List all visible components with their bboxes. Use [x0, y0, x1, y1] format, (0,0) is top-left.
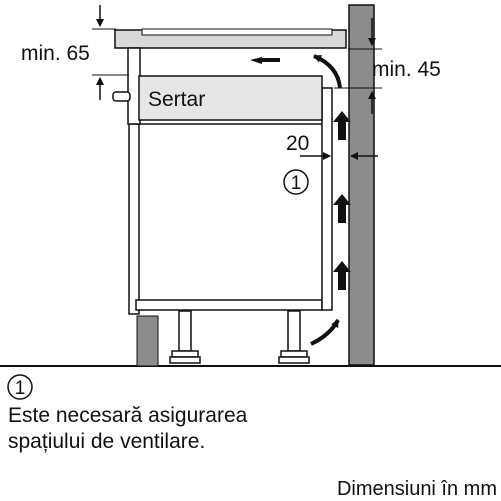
legend-marker-circle — [7, 374, 33, 400]
units-note: Dimensiuni în mm — [336, 478, 497, 500]
legend-marker-number: 1 — [15, 378, 26, 399]
plinth — [136, 315, 159, 367]
airflow-arrow-up — [333, 261, 351, 290]
airflow-arrow-left — [261, 58, 280, 62]
airflow-arrow-up — [333, 194, 351, 223]
ventilation-arrows — [250, 57, 351, 290]
hob-body — [127, 47, 141, 125]
dimension-min-45 — [334, 18, 382, 114]
cabinet-side — [128, 123, 140, 315]
legend-text-line-1: Este necesară asigurarea — [8, 404, 248, 427]
airflow-arrow-up — [333, 111, 351, 140]
dimension-min-65 — [92, 5, 129, 100]
cabinet-leg-right — [278, 310, 310, 364]
airflow-arrow-curved-top — [313, 54, 342, 89]
airflow-arrow-left — [250, 57, 262, 64]
airflow-arrow-curved-bottom — [310, 319, 340, 346]
callout-marker-number: 1 — [291, 173, 302, 194]
dimension-min-65-label: min. 65 — [21, 42, 90, 65]
legend-text-line-2: spațiului de ventilare. — [8, 430, 206, 453]
wall — [348, 4, 375, 366]
drawer-label: Sertar — [148, 88, 205, 111]
callout-marker-circle — [283, 169, 309, 195]
cabinet-back-panel — [321, 87, 333, 311]
dimension-min-45-label: min. 45 — [372, 58, 441, 81]
drawer — [138, 75, 323, 121]
dimension-gap-20-label: 20 — [286, 132, 309, 155]
cabinet-bottom — [135, 299, 323, 311]
hob-glass — [141, 28, 333, 36]
cabinet-leg-left — [169, 310, 201, 364]
hob-knob — [112, 91, 131, 102]
